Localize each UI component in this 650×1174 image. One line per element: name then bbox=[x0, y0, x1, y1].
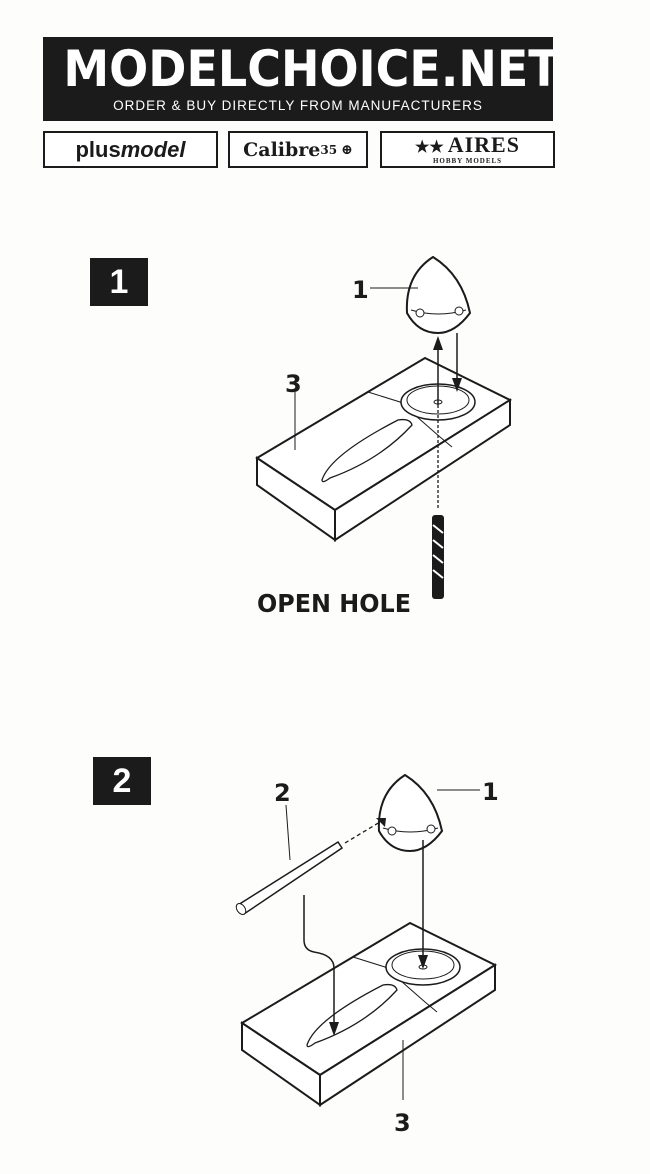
step-2-diagram: 2 1 3 bbox=[235, 774, 499, 1137]
stars-icon: ★★ bbox=[415, 138, 448, 156]
site-name: MODELCHOICE.NET bbox=[63, 40, 560, 98]
drill-bit-icon bbox=[432, 515, 444, 599]
crosshair-icon: ⊕ bbox=[341, 141, 353, 158]
arrow-head bbox=[329, 1022, 339, 1036]
shaft-part-2 bbox=[235, 840, 344, 915]
aires-logo: ★★ AIRES HOBBY MODELS bbox=[380, 131, 555, 168]
spinner-cone-part-1 bbox=[377, 774, 443, 852]
step-2-badge: 2 bbox=[93, 757, 151, 805]
modelchoice-banner: MODELCHOICE.NET ORDER & BUY DIRECTLY FRO… bbox=[43, 37, 560, 121]
arrow-head bbox=[452, 378, 462, 392]
logo-text: model bbox=[120, 136, 186, 162]
spinner-cone-part-1 bbox=[405, 256, 471, 334]
part-label-1: 1 bbox=[352, 276, 369, 304]
leader-line bbox=[285, 804, 291, 861]
part-label-3: 3 bbox=[394, 1109, 411, 1137]
step-1-badge: 1 bbox=[90, 258, 148, 306]
logo-text: 35 bbox=[320, 142, 338, 157]
part-label-2: 2 bbox=[274, 779, 291, 807]
insert-arrow bbox=[344, 821, 381, 844]
open-hole-caption: OPEN HOLE bbox=[257, 589, 411, 618]
logo-text: plus bbox=[75, 136, 121, 162]
arrow-head bbox=[433, 336, 443, 350]
arrow-head bbox=[418, 955, 428, 969]
part-label-3: 3 bbox=[285, 370, 302, 398]
logo-text: Calibre bbox=[243, 138, 321, 161]
tagline: ORDER & BUY DIRECTLY FROM MANUFACTURERS bbox=[113, 98, 483, 113]
step-1-diagram: 1 3 OPEN HOLE bbox=[256, 256, 511, 618]
base-plate-part-3 bbox=[241, 922, 496, 1106]
logo-text: AIRES bbox=[447, 131, 520, 157]
logo-text: HOBBY MODELS bbox=[432, 156, 503, 165]
arrow-head bbox=[376, 818, 386, 827]
place-arrow bbox=[303, 895, 335, 1030]
part-label-1: 1 bbox=[482, 778, 499, 806]
